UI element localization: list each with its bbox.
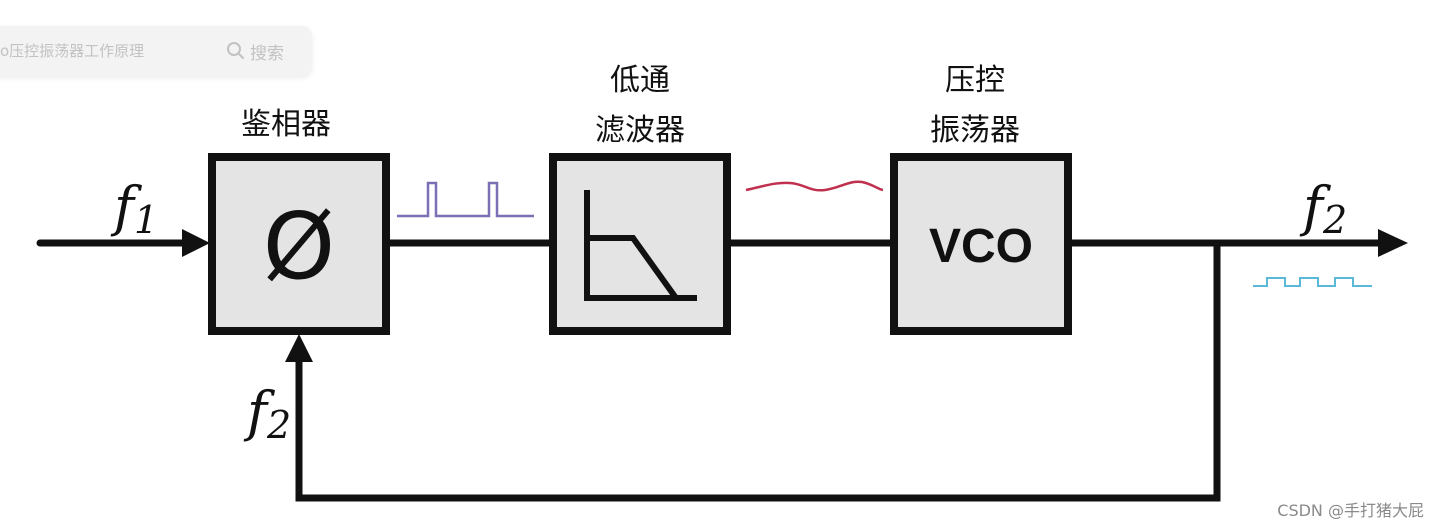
output-arrow-head	[1378, 229, 1408, 257]
feedback-frequency-label: f2	[243, 380, 291, 447]
input-frequency-sub: 1	[134, 198, 158, 242]
search-icon	[227, 42, 244, 59]
search-bar[interactable]: o压控振荡器工作原理 搜索	[0, 26, 312, 76]
low-pass-filter-label-line2: 滤波器	[595, 113, 685, 148]
vco-block	[890, 153, 1072, 335]
feedback-loop-line	[295, 243, 1221, 502]
phase-detector-symbol: Ø	[263, 193, 335, 300]
output-frequency-label: f2	[1299, 175, 1347, 242]
vco-label-line2: 振荡器	[930, 113, 1020, 148]
search-button[interactable]: 搜索	[226, 38, 284, 64]
feedback-frequency-sub: 2	[266, 403, 291, 447]
search-button-label: 搜索	[250, 43, 284, 64]
output-frequency-sub: 2	[1322, 198, 1347, 242]
feedback-arrow-head	[285, 334, 313, 362]
search-input[interactable]: o压控振荡器工作原理	[0, 42, 145, 60]
lowpass-rolloff-curve	[587, 235, 679, 300]
low-pass-filter-label-line1: 低通	[610, 63, 670, 98]
watermark: CSDN @手打猪大屁	[1277, 501, 1424, 520]
lowpass-response-icon	[584, 190, 697, 301]
pd-output-pulse-waveform	[397, 181, 534, 218]
filter-output-waveform	[745, 180, 884, 192]
input-arrow-head	[182, 229, 210, 257]
vco-label-line1: 压控	[945, 63, 1005, 98]
input-frequency-label: f1	[110, 175, 158, 242]
vco-block-symbol: VCO	[929, 220, 1033, 273]
phase-detector-label: 鉴相器	[241, 107, 331, 142]
vco-output-pulse-waveform	[1253, 277, 1372, 287]
